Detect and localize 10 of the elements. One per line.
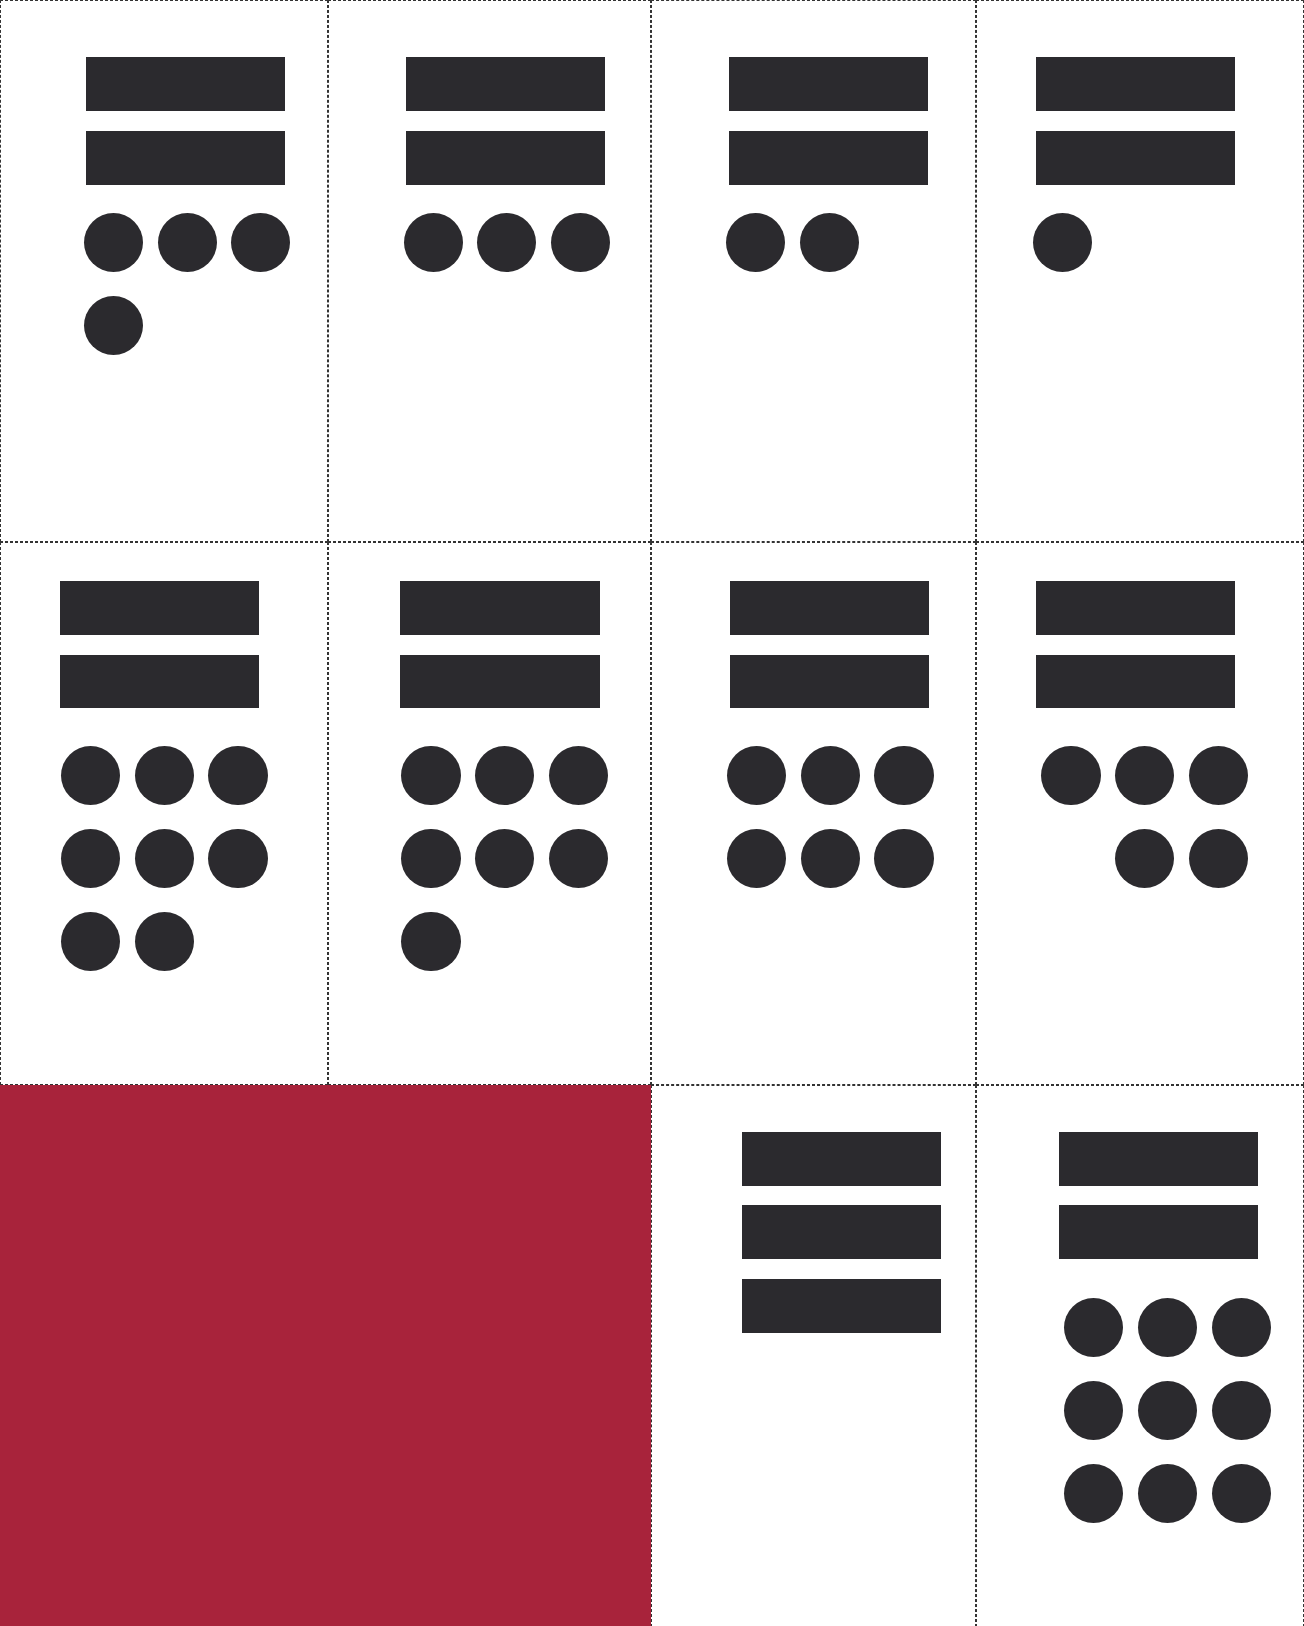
place-value-card <box>976 0 1304 542</box>
place-value-card <box>0 541 328 1086</box>
place-value-card <box>651 1085 977 1626</box>
place-value-card <box>651 0 977 542</box>
place-value-card <box>651 541 977 1086</box>
place-value-card <box>327 541 652 1086</box>
place-value-card <box>327 0 652 542</box>
place-value-card <box>976 1085 1304 1626</box>
place-value-card <box>976 541 1304 1086</box>
place-value-card <box>0 0 328 542</box>
